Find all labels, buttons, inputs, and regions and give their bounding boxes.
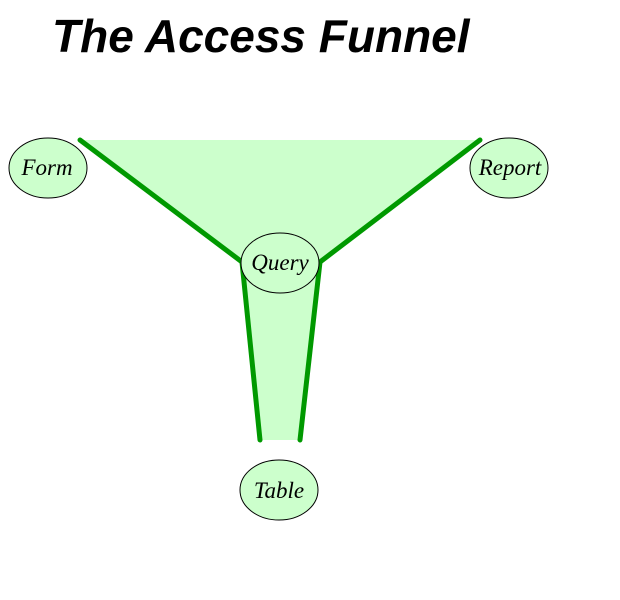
table-node: Table	[239, 459, 319, 521]
funnel-right-edge	[317, 137, 483, 265]
form-node: Form	[8, 137, 88, 199]
table-node-ellipse	[239, 459, 319, 521]
report-node-ellipse	[469, 137, 549, 199]
query-node-ellipse	[240, 232, 320, 294]
report-node-label: Report	[478, 155, 542, 180]
funnel-spout	[242, 262, 320, 440]
query-node: Query	[240, 232, 320, 294]
form-node-label: Form	[20, 155, 72, 180]
funnel-spout-left-edge	[239, 259, 263, 443]
report-node: Report	[469, 137, 549, 199]
query-node-label: Query	[251, 250, 309, 275]
table-node-label: Table	[254, 478, 304, 503]
page-title: The Access Funnel	[52, 10, 470, 62]
funnel-left-edge	[77, 137, 245, 265]
funnel-bowl	[80, 140, 480, 262]
funnel-spout-right-edge	[297, 259, 323, 443]
form-node-ellipse	[8, 137, 88, 199]
